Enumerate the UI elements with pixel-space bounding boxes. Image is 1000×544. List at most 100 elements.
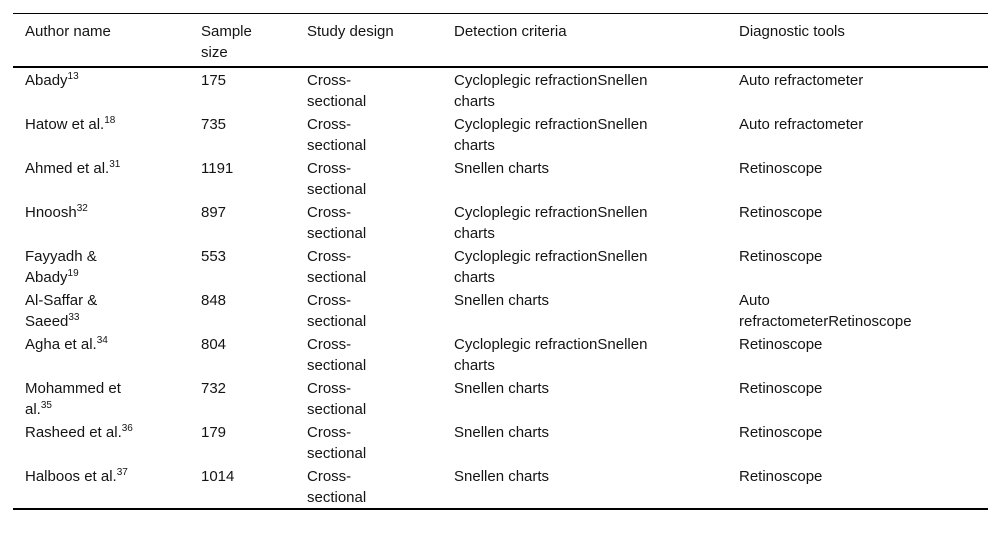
diagnostic-tools-value: Auto refractometer [739, 116, 864, 133]
detection-criteria-value: Cycloplegic refractionSnellen charts [454, 204, 648, 242]
detection-criteria-value: Snellen charts [454, 424, 550, 441]
column-header-study-design: Study design [295, 13, 442, 68]
diagnostic-tools-value: Retinoscope [739, 160, 823, 177]
diagnostic-tools-cell: Auto refractometer [727, 67, 988, 112]
author-name: Halboos et al. [25, 468, 117, 485]
column-header-sample-size: Sample size [189, 13, 295, 68]
study-design-value: Cross-sectional [307, 468, 367, 506]
reference-superscript: 36 [121, 423, 133, 434]
sample-size-cell: 553 [189, 244, 295, 288]
author-name: Rasheed et al. [25, 424, 122, 441]
sample-size-value: 553 [201, 248, 227, 265]
study-design-cell: Cross-sectional [295, 200, 442, 244]
column-header-label: Diagnostic tools [739, 23, 845, 40]
column-header-diagnostic-tools: Diagnostic tools [727, 13, 988, 68]
author-name-cell: Hnoosh32 [13, 200, 189, 244]
table-row: Halboos et al.37 1014 Cross-sectional Sn… [13, 464, 988, 509]
study-design-cell: Cross-sectional [295, 464, 442, 509]
study-design-cell: Cross-sectional [295, 420, 442, 464]
header-row: Author name Sample size Study design Det… [13, 13, 988, 68]
table-row: Mohammed et al.35 732 Cross-sectional Sn… [13, 376, 988, 420]
study-design-value: Cross-sectional [307, 204, 367, 242]
study-design-cell: Cross-sectional [295, 112, 442, 156]
study-design-cell: Cross-sectional [295, 376, 442, 420]
study-design-value: Cross-sectional [307, 292, 367, 330]
detection-criteria-cell: Cycloplegic refractionSnellen charts [442, 200, 727, 244]
detection-criteria-value: Cycloplegic refractionSnellen charts [454, 336, 648, 374]
study-design-value: Cross-sectional [307, 336, 367, 374]
study-design-cell: Cross-sectional [295, 156, 442, 200]
detection-criteria-cell: Cycloplegic refractionSnellen charts [442, 67, 727, 112]
table-row: Rasheed et al.36 179 Cross-sectional Sne… [13, 420, 988, 464]
author-name: Al-Saffar & Saeed [25, 292, 98, 330]
detection-criteria-cell: Snellen charts [442, 376, 727, 420]
sample-size-value: 1191 [201, 160, 234, 177]
author-name: Fayyadh & Abady [25, 248, 97, 286]
study-design-value: Cross-sectional [307, 72, 367, 110]
table-row: Fayyadh & Abady19 553 Cross-sectional Cy… [13, 244, 988, 288]
detection-criteria-cell: Snellen charts [442, 420, 727, 464]
study-design-value: Cross-sectional [307, 424, 367, 462]
reference-superscript: 37 [116, 467, 128, 478]
detection-criteria-value: Cycloplegic refractionSnellen charts [454, 72, 648, 110]
diagnostic-tools-cell: Auto refractometer [727, 112, 988, 156]
sample-size-value: 732 [201, 380, 227, 397]
table-row: Hnoosh32 897 Cross-sectional Cycloplegic… [13, 200, 988, 244]
sample-size-cell: 1014 [189, 464, 295, 509]
author-name: Abady [25, 72, 68, 89]
sample-size-cell: 175 [189, 67, 295, 112]
detection-criteria-value: Snellen charts [454, 380, 550, 397]
diagnostic-tools-value: Retinoscope [739, 248, 823, 265]
author-name-cell: Fayyadh & Abady19 [13, 244, 189, 288]
author-name-cell: Al-Saffar & Saeed33 [13, 288, 189, 332]
reference-superscript: 19 [67, 268, 79, 279]
author-name-cell: Halboos et al.37 [13, 464, 189, 509]
sample-size-value: 179 [201, 424, 227, 441]
diagnostic-tools-cell: Auto refractometerRetinoscope [727, 288, 988, 332]
sample-size-cell: 848 [189, 288, 295, 332]
reference-superscript: 33 [68, 312, 80, 323]
diagnostic-tools-value: Retinoscope [739, 336, 823, 353]
study-design-cell: Cross-sectional [295, 288, 442, 332]
author-name-cell: Rasheed et al.36 [13, 420, 189, 464]
detection-criteria-cell: Cycloplegic refractionSnellen charts [442, 112, 727, 156]
author-name: Ahmed et al. [25, 160, 110, 177]
study-design-value: Cross-sectional [307, 160, 367, 198]
reference-superscript: 34 [96, 335, 108, 346]
diagnostic-tools-value: Retinoscope [739, 380, 823, 397]
study-design-value: Cross-sectional [307, 380, 367, 418]
table-row: Hatow et al.18 735 Cross-sectional Cyclo… [13, 112, 988, 156]
sample-size-value: 897 [201, 204, 227, 221]
detection-criteria-cell: Cycloplegic refractionSnellen charts [442, 332, 727, 376]
diagnostic-tools-cell: Retinoscope [727, 200, 988, 244]
study-design-value: Cross-sectional [307, 248, 367, 286]
detection-criteria-value: Snellen charts [454, 160, 550, 177]
detection-criteria-value: Snellen charts [454, 468, 550, 485]
sample-size-cell: 1191 [189, 156, 295, 200]
diagnostic-tools-value: Auto refractometerRetinoscope [739, 292, 912, 330]
study-design-cell: Cross-sectional [295, 332, 442, 376]
diagnostic-tools-cell: Retinoscope [727, 376, 988, 420]
detection-criteria-cell: Snellen charts [442, 288, 727, 332]
diagnostic-tools-cell: Retinoscope [727, 332, 988, 376]
sample-size-value: 735 [201, 116, 227, 133]
sample-size-cell: 735 [189, 112, 295, 156]
column-header-label: Study design [307, 23, 394, 40]
sample-size-value: 175 [201, 72, 227, 89]
author-name-cell: Mohammed et al.35 [13, 376, 189, 420]
table-body: Abady13 175 Cross-sectional Cycloplegic … [13, 67, 988, 509]
diagnostic-tools-cell: Retinoscope [727, 244, 988, 288]
column-header-label: Detection criteria [454, 23, 567, 40]
detection-criteria-value: Snellen charts [454, 292, 550, 309]
author-name: Hnoosh [25, 204, 77, 221]
column-header-label: Sample size [201, 23, 252, 61]
table-row: Ahmed et al.31 1191 Cross-sectional Snel… [13, 156, 988, 200]
sample-size-cell: 804 [189, 332, 295, 376]
diagnostic-tools-cell: Retinoscope [727, 156, 988, 200]
sample-size-cell: 897 [189, 200, 295, 244]
reference-superscript: 31 [109, 159, 121, 170]
sample-size-cell: 179 [189, 420, 295, 464]
detection-criteria-cell: Snellen charts [442, 156, 727, 200]
diagnostic-tools-cell: Retinoscope [727, 464, 988, 509]
sample-size-value: 1014 [201, 468, 235, 485]
